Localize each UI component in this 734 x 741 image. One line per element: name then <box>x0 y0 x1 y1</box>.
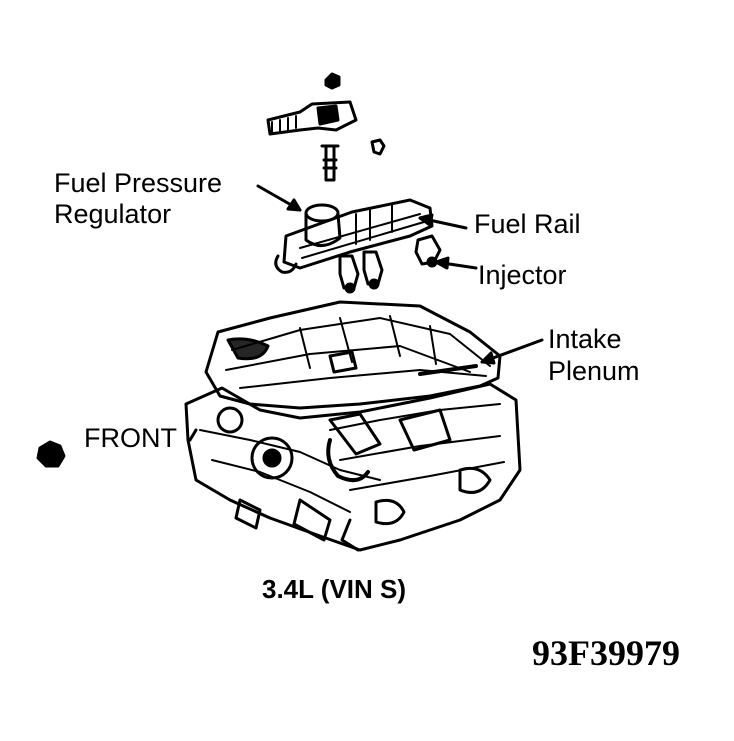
fuel-rail-body <box>282 198 434 270</box>
leader-front <box>188 428 198 442</box>
leader-lines <box>188 184 544 442</box>
stud-bolt <box>320 144 340 182</box>
label-fuel-pressure-line1: Fuel Pressure <box>54 168 223 198</box>
figure-code: 93F39979 <box>532 633 680 673</box>
top-nut <box>324 72 341 90</box>
small-bolt <box>370 138 386 156</box>
block-outline <box>184 382 522 552</box>
engine-caption: 3.4L (VIN S) <box>262 574 407 604</box>
front-marker-dot <box>36 440 66 468</box>
label-front: FRONT <box>84 423 177 453</box>
fuel-rail-assembly <box>274 198 442 294</box>
label-intake-line1: Intake <box>548 324 622 354</box>
label-injector: Injector <box>478 260 567 290</box>
label-fuel-rail: Fuel Rail <box>474 209 581 239</box>
fasteners-group <box>266 72 386 182</box>
electrical-connector <box>266 100 358 136</box>
intake-plenum-group <box>204 300 502 410</box>
water-pump-pulley <box>250 436 294 480</box>
engine-block-group <box>184 382 522 552</box>
label-fuel-pressure-line2: Regulator <box>54 199 172 229</box>
label-plenum-line2: Plenum <box>548 356 640 386</box>
